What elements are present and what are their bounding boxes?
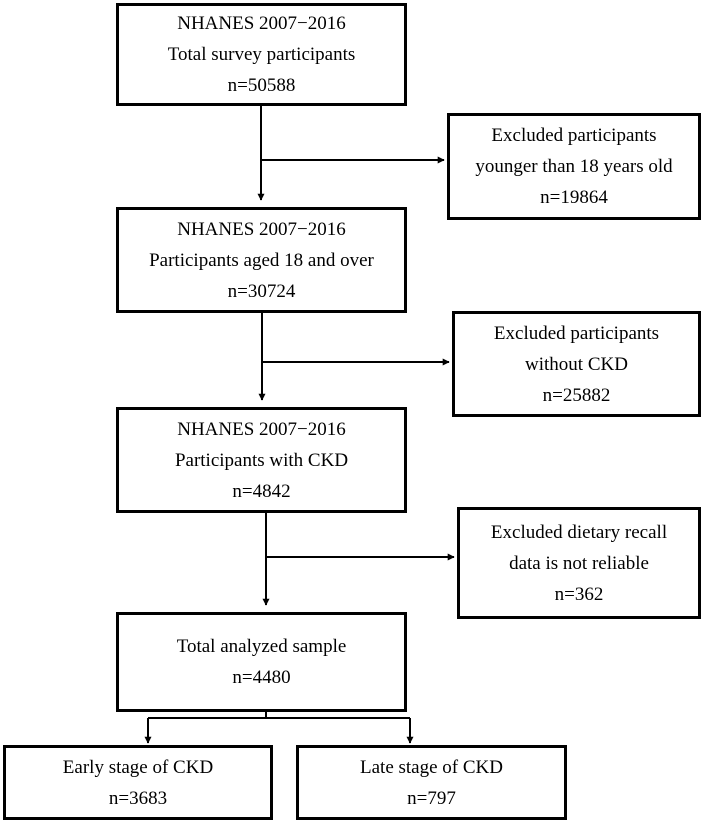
box-excluded-diet: Excluded dietary recall data is not reli… bbox=[457, 507, 701, 619]
box-with-ckd-line3: n=4842 bbox=[232, 480, 291, 502]
box-late-stage-line2: n=797 bbox=[407, 787, 456, 809]
box-excluded-no-ckd-line3: n=25882 bbox=[542, 384, 611, 406]
box-with-ckd-line2: Participants with CKD bbox=[174, 449, 349, 471]
box-excluded-diet-line1: Excluded dietary recall bbox=[490, 521, 668, 543]
box-excluded-young-line3: n=19864 bbox=[540, 187, 608, 208]
box-early-stage-line1: Early stage of CKD bbox=[62, 756, 214, 778]
box-total-participants: NHANES 2007−2016 Total survey participan… bbox=[116, 3, 407, 106]
box-excluded-no-ckd-line2: without CKD bbox=[525, 353, 628, 375]
box-late-stage-line1: Late stage of CKD bbox=[360, 756, 503, 778]
box-excluded-young: Excluded participants younger than 18 ye… bbox=[447, 113, 701, 220]
box-analyzed-sample: Total analyzed sample n=4480 bbox=[116, 612, 407, 712]
box-early-stage-line2: n=3683 bbox=[108, 787, 168, 809]
box-adults-line3: n=30724 bbox=[227, 280, 296, 302]
box-excluded-no-ckd: Excluded participants without CKD n=2588… bbox=[452, 311, 701, 417]
box-excluded-young-line2: younger than 18 years old bbox=[475, 156, 673, 177]
box-analyzed-sample-line2: n=4480 bbox=[232, 667, 291, 688]
box-with-ckd-line1: NHANES 2007−2016 bbox=[177, 418, 346, 440]
box-excluded-diet-line3: n=362 bbox=[554, 583, 604, 605]
box-with-ckd: NHANES 2007−2016 Participants with CKD n… bbox=[116, 407, 407, 513]
box-excluded-young-line1: Excluded participants bbox=[491, 125, 657, 146]
box-total-participants-line3: n=50588 bbox=[227, 75, 296, 96]
box-total-participants-line1: NHANES 2007−2016 bbox=[177, 13, 346, 34]
box-adults-line2: Participants aged 18 and over bbox=[149, 249, 374, 271]
box-adults: NHANES 2007−2016 Participants aged 18 an… bbox=[116, 207, 407, 313]
box-analyzed-sample-line1: Total analyzed sample bbox=[176, 636, 347, 657]
box-excluded-no-ckd-line1: Excluded participants bbox=[493, 322, 660, 344]
box-late-stage: Late stage of CKD n=797 bbox=[296, 745, 567, 820]
box-total-participants-line2: Total survey participants bbox=[167, 44, 356, 65]
box-early-stage: Early stage of CKD n=3683 bbox=[3, 745, 273, 820]
box-adults-line1: NHANES 2007−2016 bbox=[177, 218, 346, 240]
box-excluded-diet-line2: data is not reliable bbox=[509, 552, 649, 574]
